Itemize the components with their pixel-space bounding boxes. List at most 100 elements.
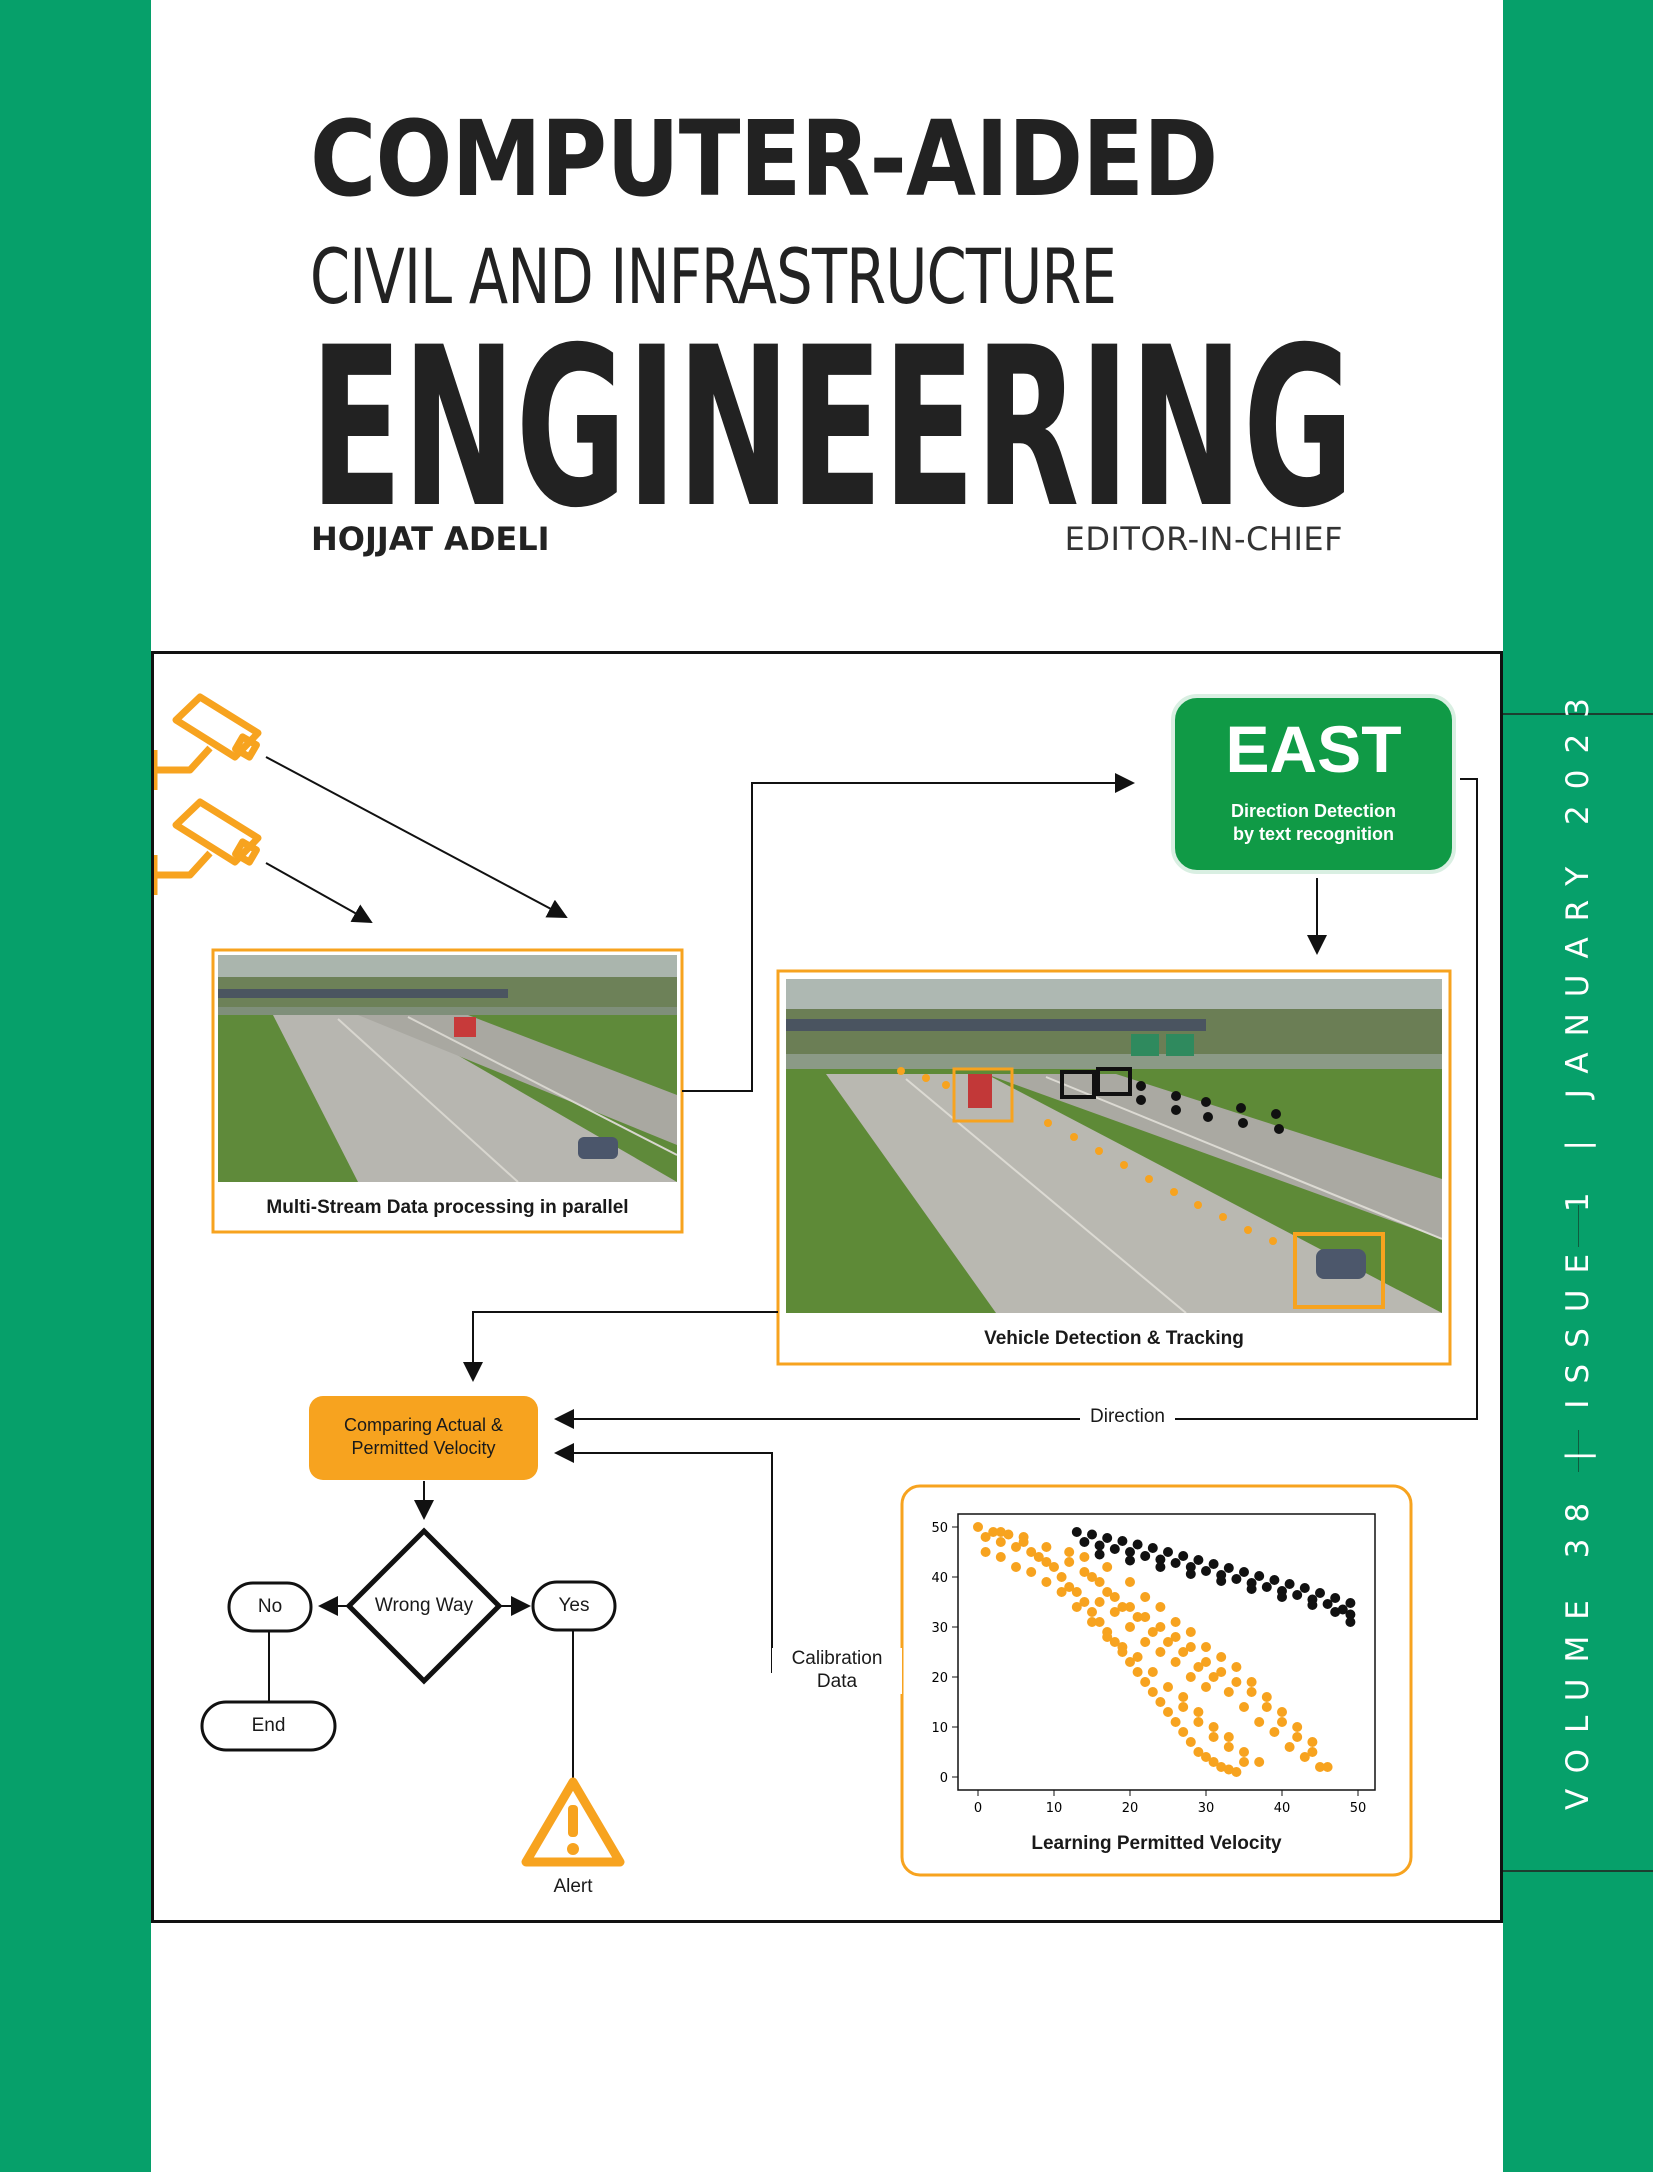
x-tick-label: 20 — [1122, 1801, 1139, 1816]
scatter-point-orange — [1246, 1677, 1257, 1687]
scatter-point-orange — [1079, 1567, 1090, 1577]
scatter-point-orange — [1201, 1752, 1211, 1762]
scatter-point-orange — [1246, 1687, 1257, 1697]
scatter-point-black — [1322, 1599, 1333, 1609]
scatter-point-orange — [1064, 1557, 1075, 1567]
scatter-point-orange — [1322, 1762, 1333, 1772]
y-tick-label: 30 — [931, 1621, 948, 1636]
spine-separator — [1578, 1205, 1579, 1247]
scatter-point-orange — [1018, 1532, 1029, 1542]
scatter-point-orange — [1239, 1757, 1249, 1767]
scatter-point-orange — [1163, 1707, 1173, 1717]
scatter-point-orange — [1201, 1642, 1211, 1652]
y-tick-label: 10 — [931, 1721, 948, 1736]
scatter-point-orange — [1109, 1637, 1120, 1647]
y-tick-label: 40 — [931, 1571, 948, 1586]
scatter-point-orange — [1003, 1529, 1014, 1540]
scatter-point-orange — [1087, 1572, 1097, 1582]
scatter-point-black — [1193, 1555, 1204, 1565]
scatter-point-orange — [1125, 1622, 1135, 1632]
scatter-point-black — [1094, 1549, 1105, 1560]
scatter-point-black — [1277, 1592, 1287, 1602]
scatter-point-orange — [1155, 1697, 1166, 1707]
end-label: End — [251, 1715, 286, 1736]
scatter-point-orange — [1261, 1692, 1272, 1702]
traffic-photo-left — [218, 955, 677, 1182]
spine-rule-top — [1503, 713, 1653, 715]
scatter-point-orange — [1178, 1727, 1189, 1737]
scatter-point-orange — [1049, 1562, 1059, 1572]
scatter-point-orange — [1185, 1672, 1196, 1682]
scatter-point-orange — [1041, 1577, 1052, 1587]
scatter-point-orange — [1071, 1587, 1082, 1597]
warning-triangle-icon — [521, 1777, 625, 1867]
east-subtitle-line1: Direction Detection — [1230, 801, 1397, 821]
scatter-point-black — [1315, 1588, 1325, 1598]
scatter-point-orange — [1140, 1677, 1151, 1687]
scatter-point-black — [1125, 1547, 1135, 1557]
scatter-point-orange — [1102, 1587, 1113, 1597]
scatter-point-black — [1299, 1583, 1310, 1593]
scatter-point-orange — [1185, 1737, 1196, 1747]
x-tick-label: 30 — [1198, 1801, 1215, 1816]
direction-label: Direction — [1080, 1406, 1175, 1428]
scatter-point-black — [1147, 1543, 1158, 1553]
scatter-point-black — [1201, 1566, 1211, 1576]
scatter-point-orange — [1140, 1637, 1151, 1647]
scatter-point-orange — [1064, 1582, 1075, 1592]
scatter-point-orange — [980, 1532, 991, 1542]
scatter-point-orange — [1041, 1542, 1052, 1552]
scatter-point-black — [1345, 1609, 1356, 1620]
calibration-label: Calibration Data — [772, 1648, 902, 1694]
scatter-point-orange — [1109, 1592, 1120, 1602]
scatter-point-black — [1330, 1607, 1341, 1617]
scatter-point-orange — [1201, 1657, 1211, 1667]
scatter-point-orange — [1041, 1557, 1052, 1567]
scatter-point-black — [1345, 1598, 1356, 1608]
east-direction-box: EAST Direction Detection by text recogni… — [1171, 694, 1456, 874]
scatter-point-orange — [1178, 1702, 1189, 1712]
scatter-point-orange — [1033, 1552, 1044, 1562]
scatter-point-orange — [1185, 1642, 1196, 1652]
scatter-point-orange — [1011, 1562, 1021, 1572]
scatter-point-orange — [1284, 1742, 1295, 1752]
scatter-point-black — [1117, 1536, 1128, 1546]
journal-title-line3: ENGINEERING — [310, 300, 1354, 556]
scatter-point-orange — [973, 1522, 983, 1532]
scatter-point-orange — [995, 1537, 1006, 1547]
scatter-point-orange — [1299, 1752, 1310, 1762]
scatter-point-orange — [1155, 1602, 1166, 1612]
scatter-point-black — [1125, 1555, 1135, 1566]
scatter-point-black — [1345, 1617, 1356, 1627]
scatter-point-orange — [1315, 1762, 1325, 1772]
calibration-line2: Data — [816, 1670, 858, 1692]
scatter-point-orange — [1079, 1597, 1090, 1607]
scatter-point-orange — [1239, 1702, 1249, 1712]
scatter-point-orange — [1223, 1687, 1234, 1697]
scatter-point-orange — [1178, 1647, 1189, 1657]
spine-separator — [1578, 1430, 1579, 1472]
scatter-point-orange — [980, 1547, 991, 1557]
scatter-point-orange — [1102, 1632, 1113, 1642]
scatter-point-orange — [1132, 1612, 1143, 1622]
traffic-photo-tracking — [786, 979, 1442, 1313]
scatter-point-orange — [1231, 1677, 1242, 1687]
scatter-point-black — [1284, 1579, 1295, 1589]
scatter-point-orange — [1117, 1642, 1128, 1652]
scatter-point-orange — [1026, 1547, 1037, 1557]
scatter-point-black — [1223, 1563, 1234, 1573]
scatter-point-orange — [1011, 1542, 1021, 1552]
scatter-point-orange — [1269, 1727, 1280, 1737]
tracking-caption: Vehicle Detection & Tracking — [984, 1328, 1244, 1349]
y-tick-label: 0 — [940, 1771, 948, 1786]
calibration-line1: Calibration — [791, 1648, 883, 1669]
scatter-point-black — [1155, 1554, 1166, 1565]
scatter-point-orange — [1147, 1687, 1158, 1697]
scatter-point-orange — [1307, 1737, 1318, 1747]
scatter-point-orange — [1239, 1747, 1249, 1757]
scatter-point-black — [1094, 1540, 1105, 1551]
scatter-point-orange — [1208, 1757, 1219, 1767]
left-green-band — [0, 0, 151, 2172]
scatter-point-orange — [1056, 1572, 1067, 1582]
y-tick-label: 50 — [931, 1521, 948, 1536]
